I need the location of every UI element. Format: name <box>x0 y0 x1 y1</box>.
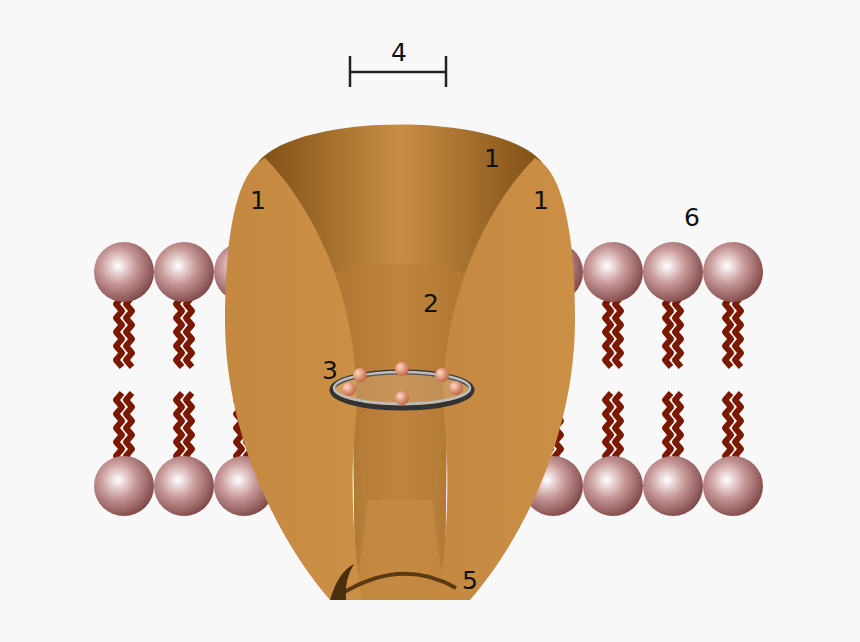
ion-site <box>449 381 463 395</box>
scale-line <box>350 71 446 74</box>
callout-number: 1 <box>250 188 266 213</box>
ion-site <box>395 362 409 376</box>
callout-number: 5 <box>462 568 478 593</box>
lipid-head <box>583 456 643 516</box>
scale-tick <box>445 56 448 87</box>
callout-number: 1 <box>533 188 549 213</box>
lipid-head <box>154 456 214 516</box>
lipid-head <box>703 242 763 302</box>
lipid-head <box>94 242 154 302</box>
callout-number: 2 <box>423 291 439 316</box>
pore-lower <box>355 500 445 600</box>
ion-site <box>353 368 367 382</box>
lipid-head <box>643 456 703 516</box>
selectivity-filter <box>332 362 472 408</box>
callout-number: 1 <box>484 146 500 171</box>
gate-arc <box>338 574 456 596</box>
lipid-head <box>94 456 154 516</box>
ion-site <box>435 368 449 382</box>
lipid-head <box>643 242 703 302</box>
channel-protein <box>225 125 575 601</box>
ion-site <box>395 391 409 405</box>
lipid-head <box>703 456 763 516</box>
scale-tick <box>349 56 352 87</box>
filter-ring-shadow <box>332 372 472 408</box>
lipid-head <box>583 242 643 302</box>
callout-number: 6 <box>684 205 700 230</box>
callout-number: 4 <box>391 40 407 65</box>
ion-site <box>342 382 356 396</box>
gate-crescent <box>330 564 354 600</box>
lipid-bilayer <box>94 242 763 516</box>
lipid-head <box>154 242 214 302</box>
callout-number: 3 <box>322 358 338 383</box>
channel-gate <box>330 564 456 600</box>
